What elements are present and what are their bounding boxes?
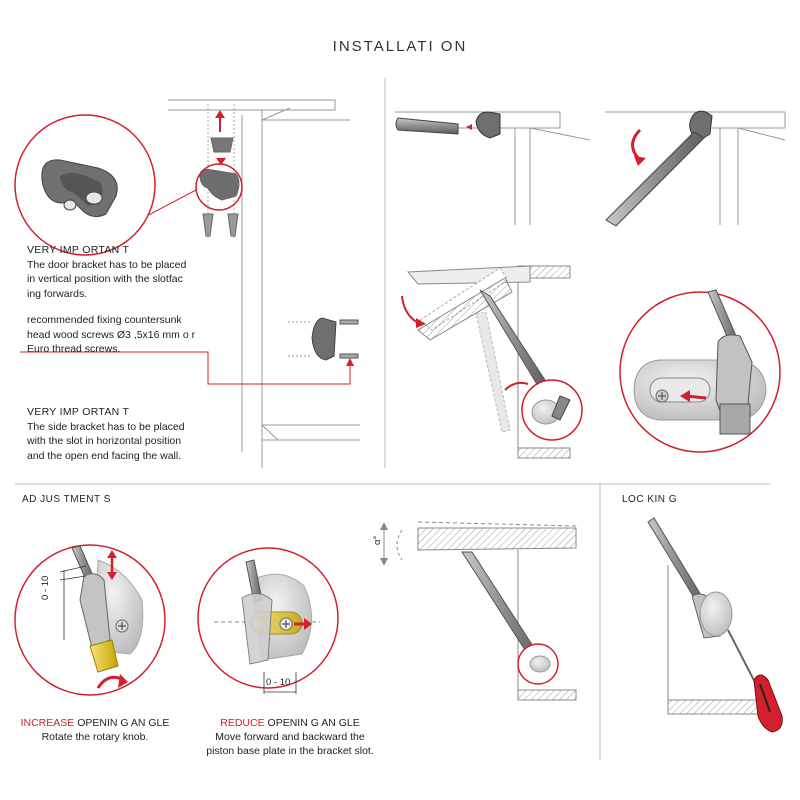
panel-rod-rotate	[605, 111, 786, 225]
adjustments-heading: AD JUS TMENT S	[22, 494, 111, 505]
angle-label: α°	[372, 535, 383, 545]
door-note-line: ing forwards.	[27, 287, 88, 300]
reduce-caption: REDUCE OPENIN G AN GLE Move forward and …	[190, 716, 390, 758]
dimension-label-left: 0 - 10	[40, 575, 51, 600]
door-bracket-1	[475, 111, 501, 139]
side-note-line: with the slot in horizontal position	[27, 435, 182, 447]
side-bracket-note: VERY IMP ORTAN T The side bracket has to…	[27, 405, 227, 463]
push-arrow-icon	[680, 390, 690, 402]
reduce-rest: OPENIN G AN GLE	[264, 717, 360, 729]
door-bracket-closeup	[41, 159, 118, 218]
side-note-heading: VERY IMP ORTAN T	[27, 406, 130, 418]
door-bracket-exploded	[199, 104, 240, 240]
rotary-knob	[89, 639, 119, 673]
door-bracket-note: VERY IMP ORTAN T The door bracket has to…	[27, 243, 217, 301]
screw-note-line: head wood screws Ø3 ,5x16 mm o r	[27, 328, 196, 341]
door-note-line: The door bracket has to be placed	[27, 258, 187, 271]
page-title: INSTALLATI ON	[332, 38, 468, 55]
side-note-line: The side bracket has to be placed	[27, 420, 185, 433]
screw-note: recommended fixing countersunk head wood…	[27, 313, 217, 357]
gas-spring-rod-3	[479, 289, 546, 387]
screw-note-line: Euro thread screws.	[27, 343, 121, 355]
panel-rod-insert	[395, 111, 591, 225]
door-note-heading: VERY IMP ORTAN T	[27, 244, 130, 256]
increase-rest: OPENIN G AN GLE	[74, 717, 170, 729]
side-bracket-leader	[20, 351, 351, 385]
gas-spring-rod-1	[395, 117, 459, 135]
dimension-label-right: 0 - 10	[266, 677, 291, 688]
panel-locking	[667, 565, 777, 715]
panel-angle	[396, 521, 577, 701]
reduce-desc-line: piston base plate in the bracket slot.	[206, 745, 374, 757]
increase-word: INCREASE	[20, 717, 75, 729]
reduce-word: REDUCE	[220, 717, 265, 729]
callout-ring-small	[195, 163, 243, 211]
screw-note-line: recommended fixing countersunk	[27, 314, 182, 326]
side-note-line: and the open end facing the wall.	[27, 449, 182, 462]
increase-desc: Rotate the rotary knob.	[41, 731, 149, 743]
panel-mounted	[406, 265, 571, 459]
reduce-desc-line: Move forward and backward the	[215, 731, 365, 743]
gas-spring-rod-2	[605, 131, 705, 227]
locking-heading: LOC KIN G	[622, 494, 678, 505]
rotate-arrow-icon	[631, 128, 642, 162]
increase-caption: INCREASE OPENIN G AN GLE Rotate the rota…	[20, 716, 170, 744]
screwdriver-icon	[753, 674, 783, 733]
cabinet-left	[168, 99, 360, 468]
door-note-line: in vertical position with the slotfac	[27, 273, 183, 285]
side-bracket-exploded	[288, 317, 359, 361]
